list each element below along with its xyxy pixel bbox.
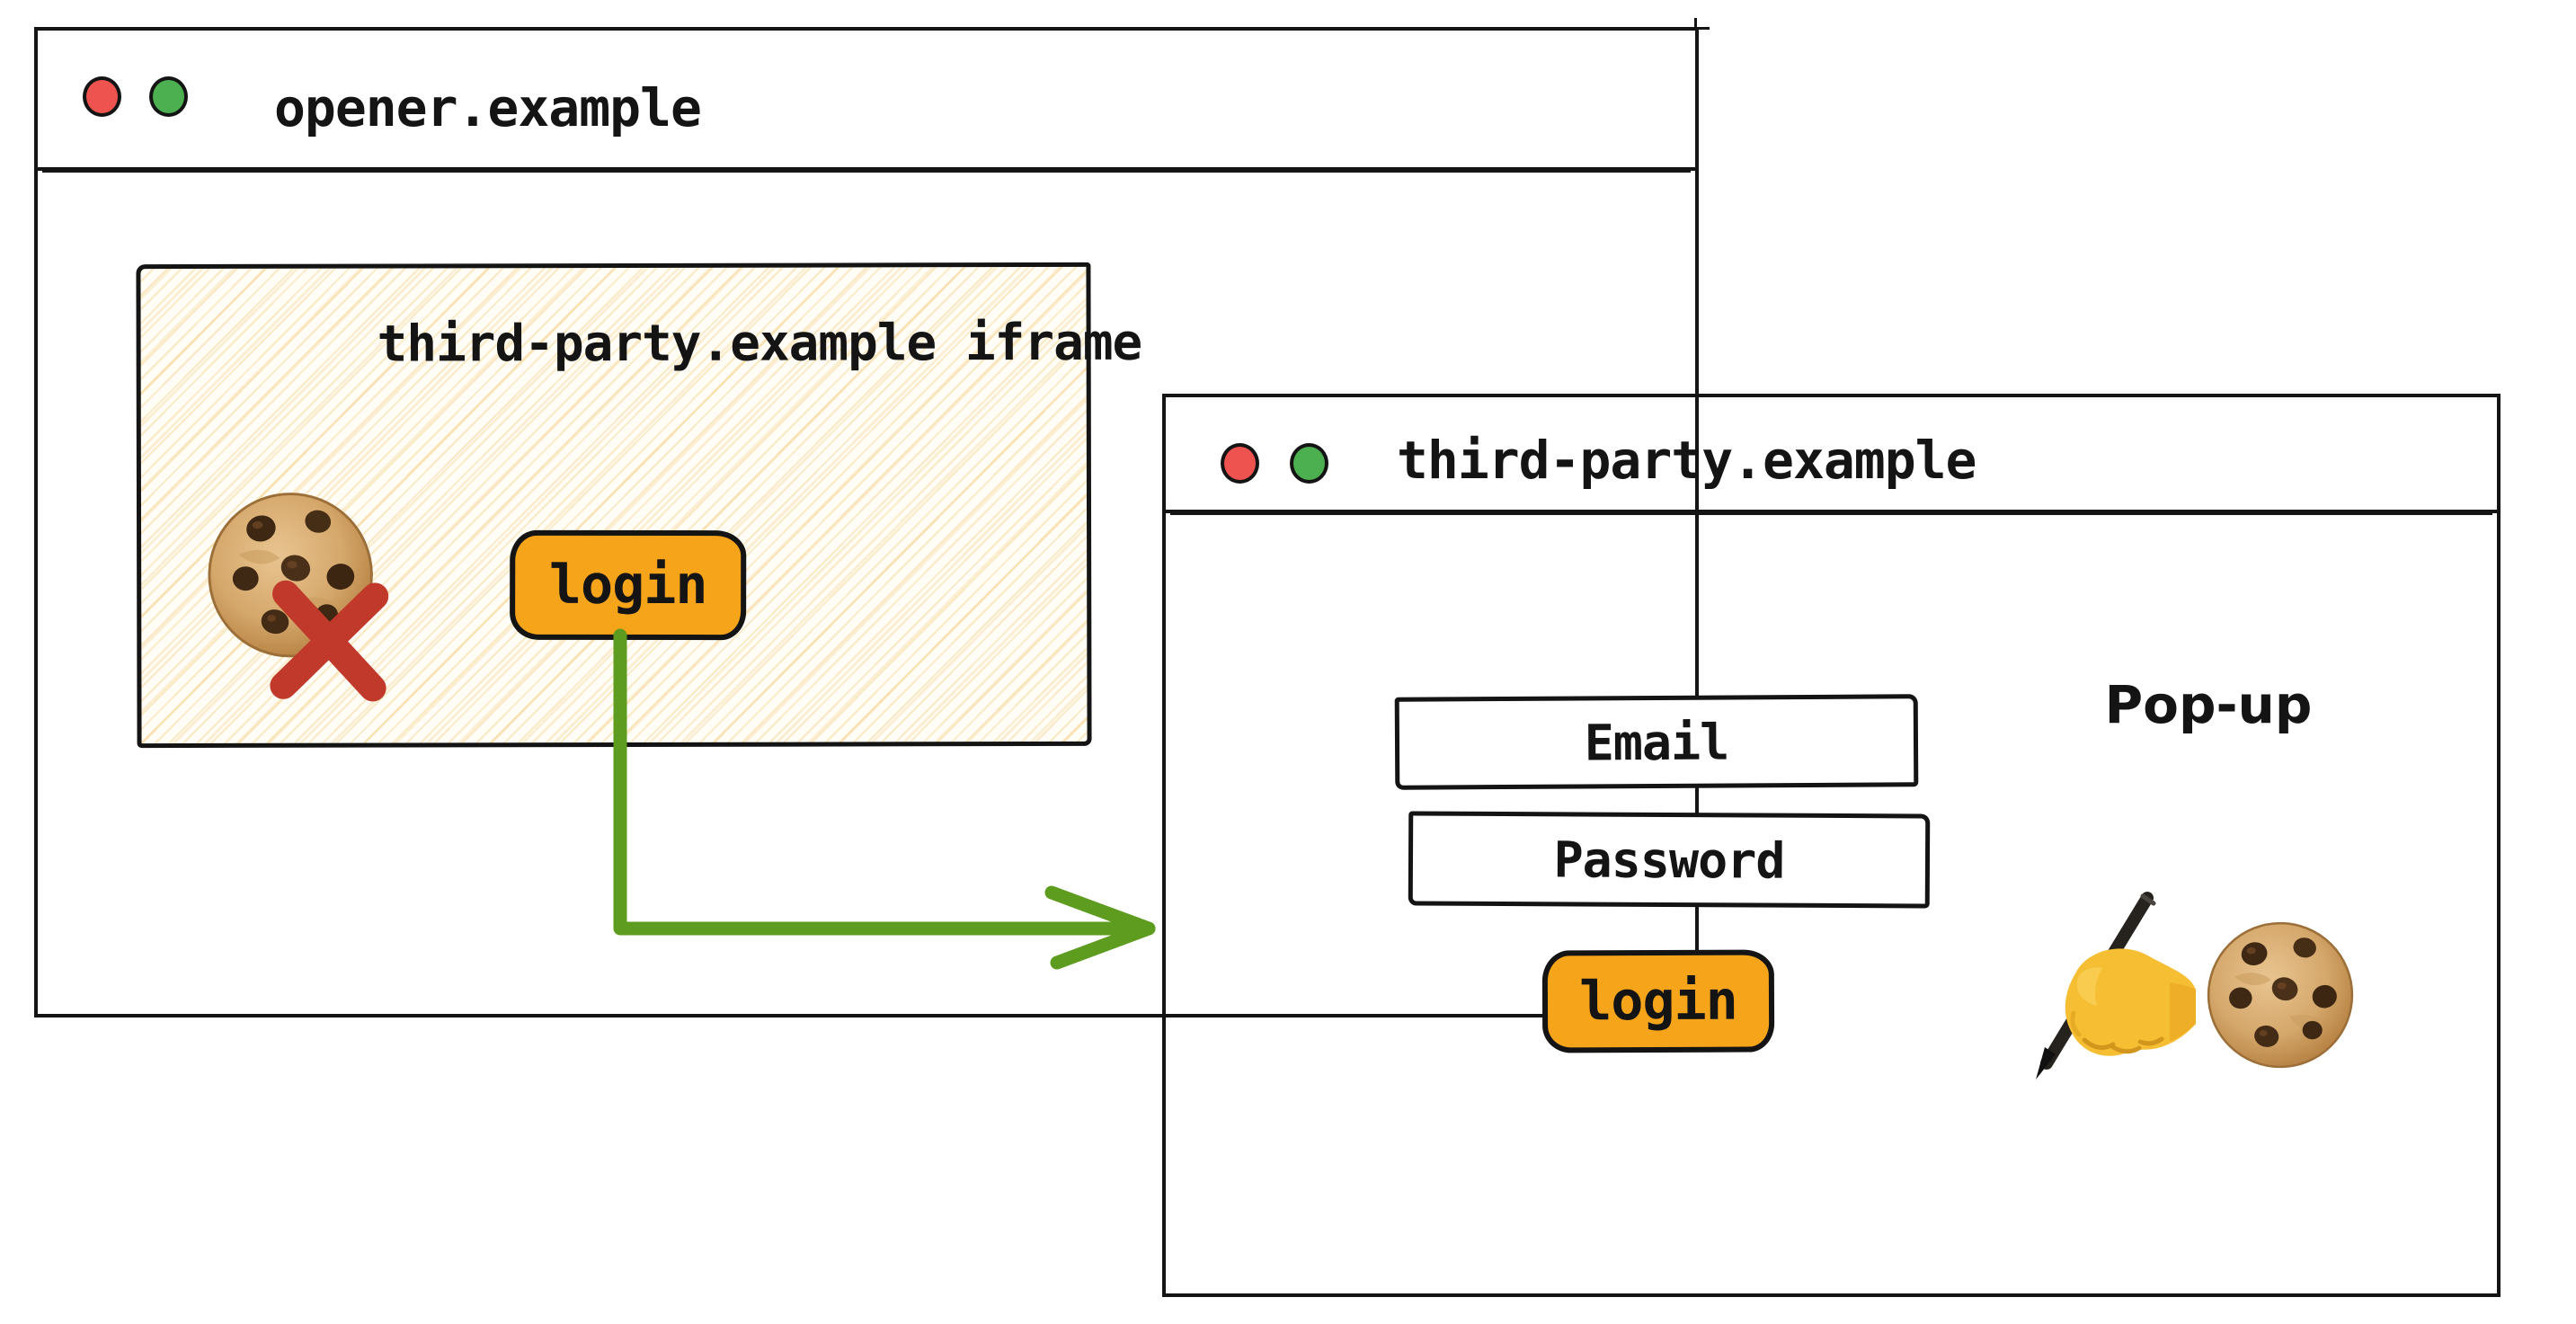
popup-browser-window: third-party.example Email Password Pop-u… — [1162, 394, 2500, 1297]
popup-login-label: login — [1579, 969, 1737, 1034]
popup-annotation-label: Pop-up — [2104, 674, 2313, 735]
writing-hand-icon — [2036, 892, 2196, 1080]
blocked-cookie-icon — [204, 488, 448, 714]
close-window-icon[interactable] — [1221, 443, 1259, 484]
opener-titlebar: opener.example — [38, 31, 1695, 171]
password-field-label: Password — [1553, 830, 1785, 890]
maximize-window-icon[interactable] — [149, 76, 188, 117]
third-party-iframe: third-party.example iframe login — [136, 262, 1142, 749]
password-field[interactable]: Password — [1408, 811, 1931, 909]
email-field[interactable]: Email — [1394, 694, 1919, 790]
iframe-login-label: login — [548, 553, 707, 618]
maximize-window-icon[interactable] — [1290, 443, 1328, 484]
sketch-overshoot — [1694, 18, 1697, 32]
opener-window-title: opener.example — [274, 77, 702, 138]
opener-browser-window: opener.example third-party.example ifram… — [34, 18, 1710, 1017]
red-cross-icon — [270, 580, 389, 702]
popup-titlebar: third-party.example — [1166, 397, 2497, 513]
popup-login-button[interactable]: login — [1541, 949, 1775, 1053]
login-to-popup-arrow-icon — [613, 628, 1156, 970]
cookie-icon — [2207, 921, 2354, 1069]
iframe-title: third-party.example iframe — [377, 313, 1142, 374]
popup-window-title: third-party.example — [1397, 430, 1976, 491]
sketch-overshoot — [1693, 27, 1710, 30]
email-field-label: Email — [1584, 713, 1729, 771]
close-window-icon[interactable] — [83, 76, 121, 117]
